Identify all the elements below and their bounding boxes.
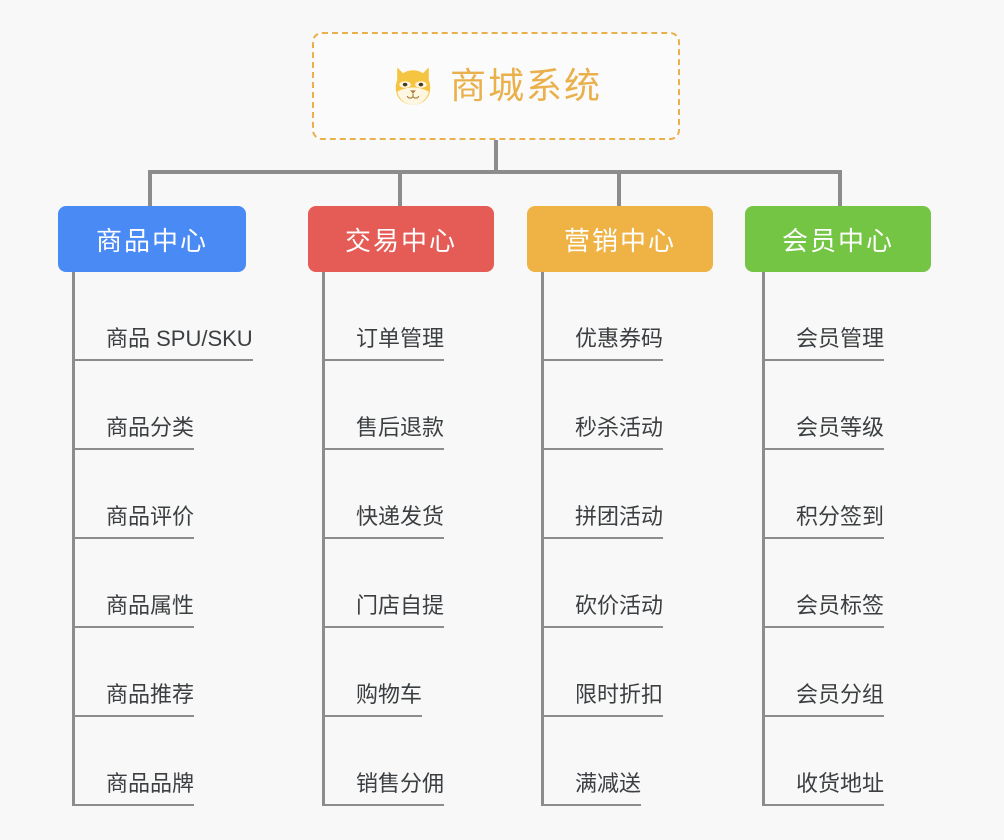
category-label: 会员中心 (781, 225, 894, 256)
leaf-label: 商品属性 (106, 595, 195, 628)
leaf-label: 砍价活动 (575, 595, 664, 628)
leaf-label: 商品推荐 (106, 684, 195, 717)
list-item[interactable]: 秒杀活动 (541, 361, 664, 450)
leaf-connector-stub (541, 626, 575, 628)
leaf-spine (541, 272, 544, 806)
category-label: 交易中心 (344, 225, 457, 256)
list-item[interactable]: 商品 SPU/SKU (72, 272, 253, 361)
connector-drop-1 (148, 170, 152, 206)
list-item[interactable]: 销售分佣 (322, 717, 445, 806)
category-box-product[interactable]: 商品中心 (58, 206, 246, 272)
list-item[interactable]: 商品属性 (72, 539, 253, 628)
root-title: 商城系统 (449, 65, 602, 106)
list-item[interactable]: 购物车 (322, 628, 444, 717)
list-item[interactable]: 商品推荐 (72, 628, 253, 717)
leaf-label: 秒杀活动 (575, 417, 664, 450)
leaf-connector-stub (541, 804, 575, 806)
category-box-marketing[interactable]: 营销中心 (527, 206, 713, 272)
leaf-connector-stub (72, 448, 106, 450)
list-item[interactable]: 收货地址 (762, 717, 885, 806)
category-label: 营销中心 (563, 225, 676, 256)
leaf-connector-stub (322, 448, 356, 450)
leaf-connector-stub (541, 359, 575, 361)
leaf-connector-stub (72, 804, 106, 806)
leaf-label: 销售分佣 (356, 773, 445, 806)
leaf-connector-stub (762, 626, 796, 628)
list-item[interactable]: 会员等级 (762, 361, 885, 450)
leaf-column-trade: 订单管理 售后退款 快递发货 门店自提 购物车 销售分佣 (322, 272, 445, 806)
leaf-connector-stub (322, 804, 356, 806)
leaf-connector-stub (762, 715, 796, 717)
leaf-connector-stub (322, 537, 356, 539)
leaf-connector-stub (322, 715, 356, 717)
shiba-dog-icon (395, 67, 431, 105)
connector-horizontal-bus (148, 170, 842, 174)
list-item[interactable]: 订单管理 (322, 272, 445, 361)
leaf-label: 会员等级 (796, 417, 885, 450)
list-item[interactable]: 门店自提 (322, 539, 445, 628)
leaf-connector-stub (72, 537, 106, 539)
leaf-label: 售后退款 (356, 417, 445, 450)
list-item[interactable]: 商品分类 (72, 361, 253, 450)
list-item[interactable]: 快递发货 (322, 450, 445, 539)
leaf-label: 商品 SPU/SKU (106, 328, 253, 361)
leaf-spine (72, 272, 75, 806)
leaf-label: 优惠券码 (575, 328, 664, 361)
leaf-column-marketing: 优惠券码 秒杀活动 拼团活动 砍价活动 限时折扣 满减送 (541, 272, 664, 806)
list-item[interactable]: 会员标签 (762, 539, 885, 628)
leaf-label: 商品分类 (106, 417, 195, 450)
leaf-label: 商品品牌 (106, 773, 195, 806)
list-item[interactable]: 限时折扣 (541, 628, 664, 717)
list-item[interactable]: 优惠券码 (541, 272, 664, 361)
list-item[interactable]: 会员管理 (762, 272, 885, 361)
leaf-label: 会员分组 (796, 684, 885, 717)
leaf-label: 满减送 (575, 773, 642, 806)
root-node[interactable]: 商城系统 (312, 32, 680, 140)
leaf-label: 积分签到 (796, 506, 885, 539)
leaf-label: 会员管理 (796, 328, 885, 361)
leaf-connector-stub (762, 537, 796, 539)
leaf-label: 拼团活动 (575, 506, 664, 539)
category-label: 商品中心 (95, 225, 208, 256)
list-item[interactable]: 售后退款 (322, 361, 445, 450)
leaf-label: 快递发货 (356, 506, 445, 539)
leaf-connector-stub (72, 359, 106, 361)
leaf-connector-stub (762, 359, 796, 361)
leaf-label: 限时折扣 (575, 684, 664, 717)
list-item[interactable]: 商品评价 (72, 450, 253, 539)
connector-drop-4 (838, 170, 842, 206)
leaf-label: 收货地址 (796, 773, 885, 806)
leaf-connector-stub (541, 715, 575, 717)
leaf-connector-stub (322, 359, 356, 361)
leaf-connector-stub (72, 715, 106, 717)
leaf-column-member: 会员管理 会员等级 积分签到 会员标签 会员分组 收货地址 (762, 272, 885, 806)
list-item[interactable]: 拼团活动 (541, 450, 664, 539)
list-item[interactable]: 商品品牌 (72, 717, 253, 806)
connector-drop-3 (617, 170, 621, 206)
leaf-label: 订单管理 (356, 328, 445, 361)
leaf-label: 商品评价 (106, 506, 195, 539)
leaf-spine (762, 272, 765, 806)
leaf-label: 购物车 (356, 684, 423, 717)
list-item[interactable]: 积分签到 (762, 450, 885, 539)
category-box-trade[interactable]: 交易中心 (308, 206, 494, 272)
list-item[interactable]: 砍价活动 (541, 539, 664, 628)
connector-drop-2 (398, 170, 402, 206)
leaf-connector-stub (72, 626, 106, 628)
leaf-label: 门店自提 (356, 595, 445, 628)
leaf-connector-stub (322, 626, 356, 628)
connector-root-vertical (494, 140, 498, 172)
list-item[interactable]: 会员分组 (762, 628, 885, 717)
list-item[interactable]: 满减送 (541, 717, 663, 806)
leaf-connector-stub (762, 448, 796, 450)
leaf-column-product: 商品 SPU/SKU 商品分类 商品评价 商品属性 商品推荐 商品品牌 (72, 272, 253, 806)
leaf-label: 会员标签 (796, 595, 885, 628)
leaf-connector-stub (762, 804, 796, 806)
category-box-member[interactable]: 会员中心 (745, 206, 931, 272)
leaf-connector-stub (541, 448, 575, 450)
leaf-connector-stub (541, 537, 575, 539)
leaf-spine (322, 272, 325, 806)
